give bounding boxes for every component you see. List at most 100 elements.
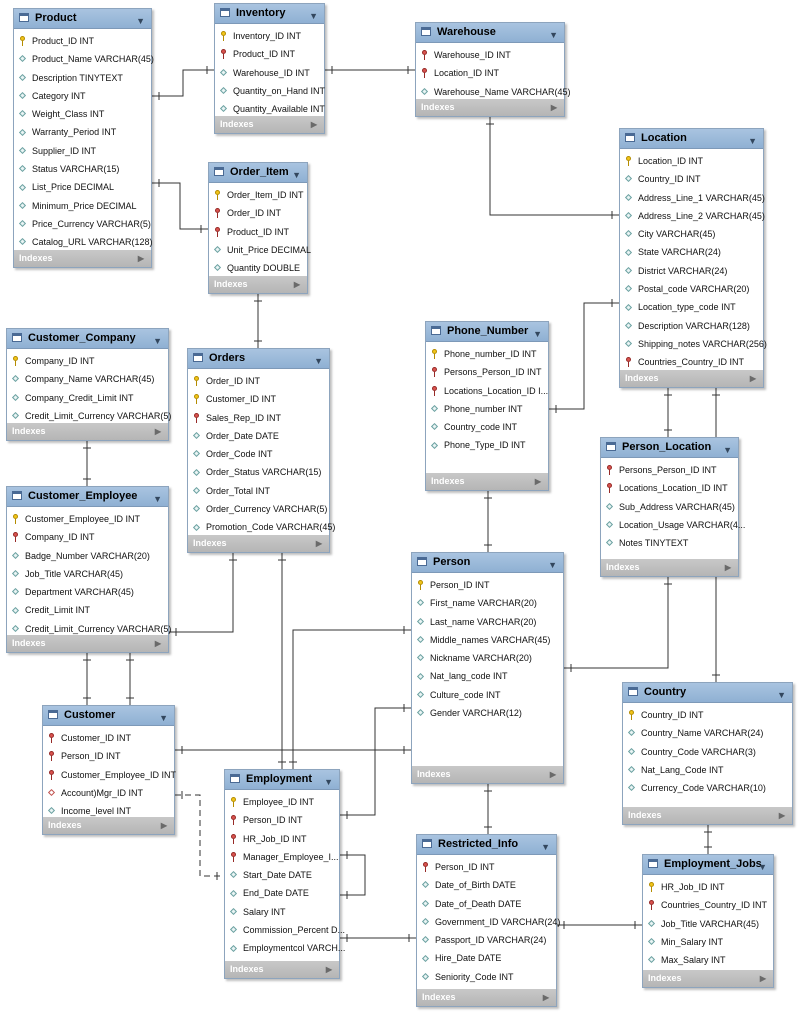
column-row[interactable]: Department VARCHAR(45)	[7, 583, 168, 601]
column-row[interactable]: Address_Line_2 VARCHAR(45)	[620, 207, 765, 225]
collapse-arrow-icon[interactable]: ▼	[324, 777, 333, 787]
table-header[interactable]: Inventory▼	[215, 4, 324, 24]
column-row[interactable]: HR_Job_ID INT	[225, 830, 339, 848]
expand-arrow-icon[interactable]: ▶	[154, 639, 161, 648]
column-row[interactable]: Credit_Limit INT	[7, 601, 168, 619]
expand-arrow-icon[interactable]: ▶	[325, 965, 332, 974]
column-row[interactable]: Product_ID INT	[209, 223, 307, 241]
column-row[interactable]: Product_ID INT	[14, 32, 151, 50]
indexes-bar[interactable]: Indexes▶	[7, 635, 168, 652]
column-row[interactable]: Employmentcol VARCH...	[225, 939, 345, 957]
expand-arrow-icon[interactable]: ▶	[137, 254, 144, 263]
column-row[interactable]: Location_ID INT	[416, 64, 564, 82]
relationship-line[interactable]	[152, 69, 214, 97]
column-row[interactable]: Customer_Employee_ID INT	[7, 510, 168, 528]
column-row[interactable]: Description VARCHAR(128)	[620, 317, 763, 335]
column-row[interactable]: Job_Title VARCHAR(45)	[643, 915, 773, 933]
expand-arrow-icon[interactable]: ▶	[534, 477, 541, 486]
column-row[interactable]: Date_of_Death DATE	[417, 895, 556, 913]
column-row[interactable]: Warranty_Period INT	[14, 123, 151, 141]
table-header[interactable]: Person_Location▼	[601, 438, 738, 458]
column-row[interactable]: Postal_code VARCHAR(20)	[620, 280, 763, 298]
column-row[interactable]: Price_Currency VARCHAR(5)	[14, 215, 151, 233]
table-header[interactable]: Restricted_Info▼	[417, 835, 556, 855]
indexes-bar[interactable]: Indexes▶	[623, 807, 792, 824]
indexes-bar[interactable]: Indexes▶	[601, 559, 738, 576]
column-row[interactable]: Order_Code INT	[188, 445, 329, 463]
collapse-arrow-icon[interactable]: ▼	[748, 136, 757, 146]
indexes-bar[interactable]: Indexes▶	[14, 250, 151, 267]
column-row[interactable]: Country_ID INT	[620, 170, 763, 188]
column-row[interactable]: Passport_ID VARCHAR(24)	[417, 931, 556, 949]
relationship-line[interactable]	[489, 117, 619, 216]
indexes-bar[interactable]: Indexes▶	[417, 989, 556, 1006]
column-row[interactable]: Account)Mgr_ID INT	[43, 784, 174, 802]
column-row[interactable]: Inventory_ID INT	[215, 27, 324, 45]
collapse-arrow-icon[interactable]: ▼	[723, 445, 732, 455]
column-row[interactable]: Quantity_on_Hand INT	[215, 82, 325, 100]
column-row[interactable]: Phone_number_ID INT	[426, 345, 548, 363]
table-header[interactable]: Customer_Employee▼	[7, 487, 168, 507]
column-row[interactable]: Locations_Location_ID I...	[426, 382, 548, 400]
column-row[interactable]: Credit_Limit_Currency VARCHAR(5)	[7, 407, 171, 425]
column-row[interactable]: Countries_Country_ID INT	[620, 353, 763, 371]
indexes-bar[interactable]: Indexes▶	[7, 423, 168, 440]
collapse-arrow-icon[interactable]: ▼	[548, 560, 557, 570]
column-row[interactable]: Currency_Code VARCHAR(10)	[623, 779, 792, 797]
expand-arrow-icon[interactable]: ▶	[160, 821, 167, 830]
collapse-arrow-icon[interactable]: ▼	[777, 690, 786, 700]
relationship-line[interactable]	[549, 302, 619, 410]
indexes-bar[interactable]: Indexes▶	[620, 370, 763, 387]
collapse-arrow-icon[interactable]: ▼	[153, 336, 162, 346]
column-row[interactable]: Quantity DOUBLE	[209, 259, 307, 277]
collapse-arrow-icon[interactable]: ▼	[309, 11, 318, 21]
expand-arrow-icon[interactable]: ▶	[778, 811, 785, 820]
table-header[interactable]: Customer_Company▼	[7, 329, 168, 349]
column-row[interactable]: Min_Salary INT	[643, 933, 773, 951]
column-row[interactable]: End_Date DATE	[225, 884, 339, 902]
table-header[interactable]: Customer▼	[43, 706, 174, 726]
relationship-line[interactable]	[169, 553, 234, 633]
table-customer-employee[interactable]: Customer_Employee▼ Customer_Employee_ID I…	[6, 486, 171, 653]
table-header[interactable]: Order_Item▼	[209, 163, 307, 183]
column-row[interactable]: Country_code INT	[426, 418, 548, 436]
collapse-arrow-icon[interactable]: ▼	[549, 30, 558, 40]
column-row[interactable]: List_Price DECIMAL	[14, 178, 151, 196]
indexes-bar[interactable]: Indexes▶	[209, 276, 307, 293]
column-row[interactable]: Order_ID INT	[188, 372, 329, 390]
column-row[interactable]: Sales_Rep_ID INT	[188, 409, 329, 427]
column-row[interactable]: Location_ID INT	[620, 152, 763, 170]
indexes-bar[interactable]: Indexes▶	[188, 535, 329, 552]
column-row[interactable]: Country_Name VARCHAR(24)	[623, 724, 792, 742]
indexes-bar[interactable]: Indexes▶	[416, 99, 564, 116]
collapse-arrow-icon[interactable]: ▼	[758, 862, 767, 872]
column-row[interactable]: Product_ID INT	[215, 45, 324, 63]
column-row[interactable]: Locations_Location_ID INT	[601, 479, 738, 497]
collapse-arrow-icon[interactable]: ▼	[541, 842, 550, 852]
collapse-arrow-icon[interactable]: ▼	[159, 713, 168, 723]
column-row[interactable]: Persons_Person_ID INT	[601, 461, 738, 479]
column-row[interactable]: Shipping_notes VARCHAR(256)	[620, 335, 767, 353]
column-row[interactable]: Catalog_URL VARCHAR(128)	[14, 233, 153, 251]
column-row[interactable]: Company_Name VARCHAR(45)	[7, 370, 168, 388]
indexes-bar[interactable]: Indexes▶	[215, 116, 324, 133]
table-header[interactable]: Location▼	[620, 129, 763, 149]
column-row[interactable]: Minimum_Price DECIMAL	[14, 197, 151, 215]
relationship-line[interactable]	[175, 794, 224, 877]
expand-arrow-icon[interactable]: ▶	[293, 280, 300, 289]
column-row[interactable]: Person_ID INT	[417, 858, 556, 876]
column-row[interactable]: Warehouse_ID INT	[416, 46, 564, 64]
column-row[interactable]: Order_Currency VARCHAR(5)	[188, 500, 329, 518]
expand-arrow-icon[interactable]: ▶	[759, 974, 766, 983]
column-row[interactable]: Job_Title VARCHAR(45)	[7, 565, 168, 583]
column-row[interactable]: Address_Line_1 VARCHAR(45)	[620, 189, 765, 207]
column-row[interactable]: Date_of_Birth DATE	[417, 876, 556, 894]
column-row[interactable]: Unit_Price DECIMAL	[209, 241, 311, 259]
